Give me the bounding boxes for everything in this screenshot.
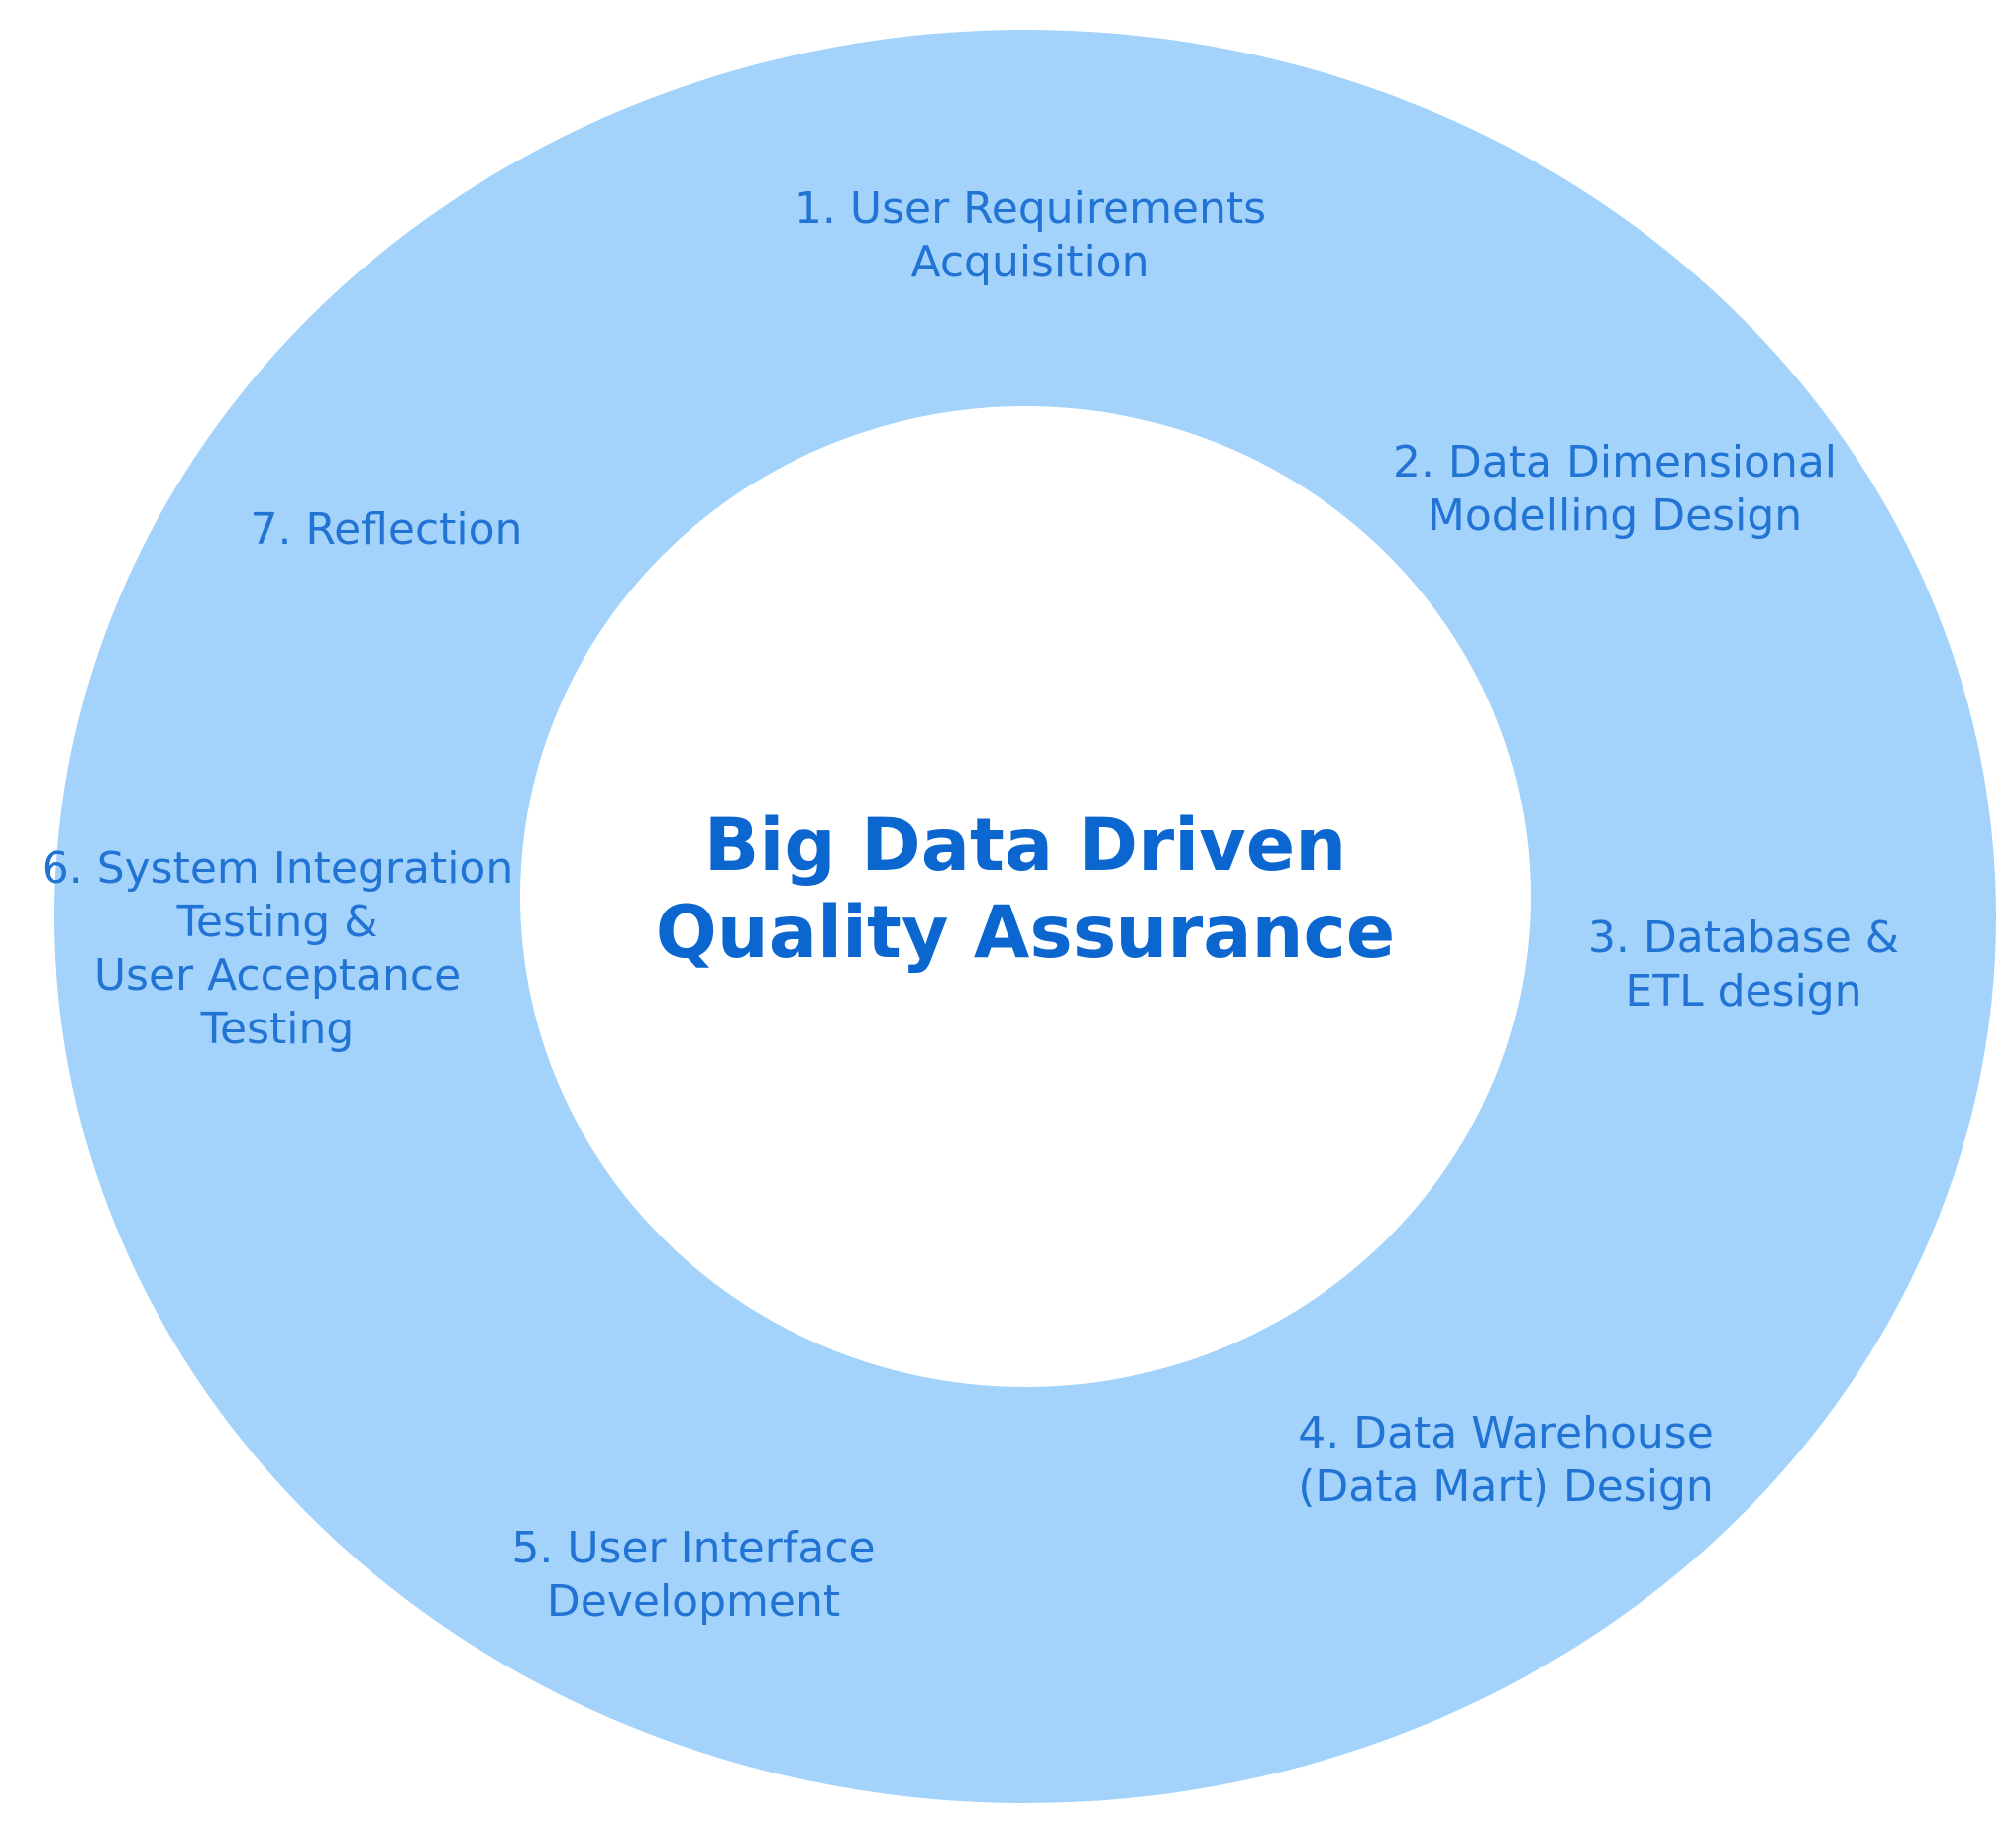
center-title: Big Data Driven Quality Assurance <box>594 803 1456 977</box>
step-user-interface-development: 5. User Interface Development <box>466 1522 921 1629</box>
center-circle <box>520 406 1531 1387</box>
step-label-line: 4. Data Warehouse <box>1298 1408 1714 1458</box>
step-label-line: ETL design <box>1625 966 1862 1017</box>
step-label-line: (Data Mart) Design <box>1298 1461 1714 1512</box>
step-database-etl-design: 3. Database & ETL design <box>1545 912 1942 1019</box>
step-label-line: Testing <box>200 1004 355 1054</box>
step-data-dimensional-modelling-design: 2. Data Dimensional Modelling Design <box>1367 436 1862 543</box>
step-label-line: Development <box>546 1576 841 1627</box>
step-label-line: Modelling Design <box>1427 490 1803 541</box>
step-data-warehouse-design: 4. Data Warehouse (Data Mart) Design <box>1258 1407 1753 1514</box>
step-label-line: 3. Database & <box>1587 913 1900 963</box>
step-label-line: 2. Data Dimensional <box>1392 437 1838 487</box>
step-label-line: Testing & <box>176 897 378 947</box>
step-system-integration-testing: 6. System Integration Testing & User Acc… <box>20 842 535 1056</box>
step-label-line: 6. System Integration <box>41 843 514 894</box>
center-title-line: Big Data Driven <box>703 804 1347 888</box>
center-title-line: Quality Assurance <box>655 891 1396 975</box>
step-label-line: 5. User Interface <box>511 1523 876 1573</box>
step-user-requirements-acquisition: 1. User Requirements Acquisition <box>753 182 1308 289</box>
step-label-line: Acquisition <box>910 237 1150 287</box>
step-label-line: 1. User Requirements <box>794 183 1267 234</box>
step-label-line: 7. Reflection <box>250 504 523 555</box>
step-reflection: 7. Reflection <box>218 503 555 557</box>
step-label-line: User Acceptance <box>93 950 462 1001</box>
